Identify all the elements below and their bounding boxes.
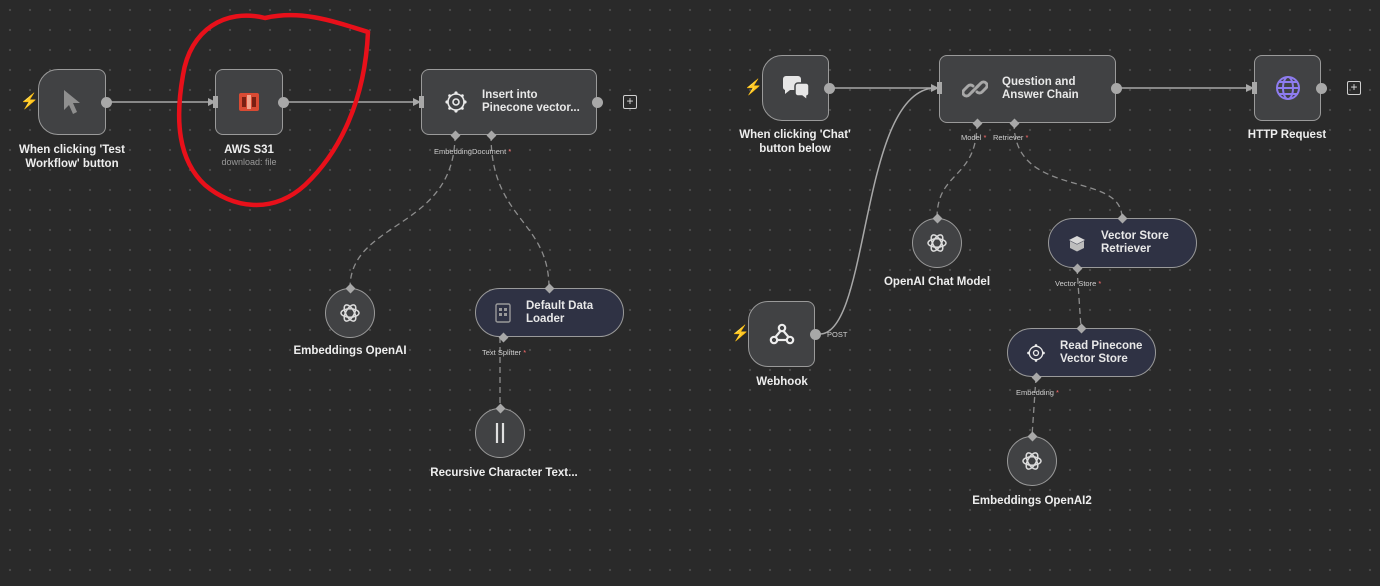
node-http-request[interactable]	[1254, 55, 1321, 121]
add-node-button[interactable]: +	[1347, 81, 1361, 95]
connection-embeddings2-to-pinecone	[1031, 376, 1037, 437]
node-label: AWS S31	[224, 144, 274, 156]
node-test-workflow-trigger[interactable]	[38, 69, 106, 135]
openai-icon	[338, 301, 362, 325]
node-embeddings-openai2[interactable]	[1007, 436, 1057, 486]
retriever-box-icon	[1067, 234, 1087, 252]
node-label: Embeddings OpenAI	[293, 345, 407, 357]
arrowhead	[1246, 84, 1254, 92]
splitter-icon	[493, 421, 507, 445]
webhook-icon	[768, 321, 796, 347]
annotation-circle	[176, 12, 371, 208]
output-port[interactable]	[1110, 82, 1122, 94]
chain-link-icon	[962, 76, 988, 102]
openai-icon	[1020, 449, 1044, 473]
node-label: When clicking 'Chat' button below	[739, 129, 851, 155]
aws-s3-icon	[236, 89, 262, 115]
node-aws-s3[interactable]	[215, 69, 283, 135]
output-port[interactable]	[277, 96, 289, 108]
node-title: Read Pinecone Vector Store	[1060, 339, 1143, 365]
chat-bubbles-icon	[781, 75, 811, 101]
output-port[interactable]	[823, 82, 835, 94]
port-label-model: Model *	[961, 133, 987, 142]
port-label-embedding: Embedding *	[1016, 388, 1059, 397]
port-label-retriever: Retriever *	[993, 133, 1029, 142]
node-openai-chat-model[interactable]	[912, 218, 962, 268]
node-label: HTTP Request	[1247, 129, 1327, 141]
add-node-button[interactable]: +	[623, 95, 637, 109]
trigger-bolt-icon: ⚡	[20, 93, 39, 110]
connection-vectorstore-to-retriever	[1076, 267, 1082, 329]
trigger-bolt-icon: ⚡	[731, 325, 750, 342]
node-insert-pinecone[interactable]: Insert into Pinecone vector...	[421, 69, 597, 135]
node-title: Question and Answer Chain	[1002, 76, 1079, 101]
node-default-data-loader[interactable]: Default Data Loader	[475, 288, 624, 337]
connection-chatmodel-to-qa	[936, 122, 978, 219]
pinecone-icon	[1026, 343, 1046, 363]
node-recursive-splitter[interactable]	[475, 408, 525, 458]
arrowhead	[208, 98, 216, 106]
globe-icon	[1274, 74, 1302, 102]
port-label-document: Document *	[472, 147, 512, 156]
node-qa-chain[interactable]: Question and Answer Chain	[939, 55, 1116, 123]
output-port[interactable]	[591, 96, 603, 108]
input-port[interactable]	[1251, 82, 1257, 94]
node-label: Embeddings OpenAI2	[972, 495, 1092, 507]
connection-loader-to-pinecone	[490, 134, 550, 289]
node-title: Vector Store Retriever	[1101, 230, 1169, 255]
port-label-post: POST	[827, 330, 848, 339]
node-label: Webhook	[756, 376, 808, 388]
arrowhead	[413, 98, 421, 106]
document-loader-icon	[494, 302, 512, 323]
node-subtitle: download: file	[221, 157, 277, 167]
cursor-pointer-icon	[59, 88, 85, 116]
node-label: OpenAI Chat Model	[883, 276, 991, 288]
node-vector-store-retriever[interactable]: Vector Store Retriever	[1048, 218, 1197, 268]
output-port[interactable]	[100, 96, 112, 108]
output-port[interactable]	[809, 328, 821, 340]
arrowhead	[931, 84, 939, 92]
connection-embeddings-to-pinecone	[349, 134, 456, 289]
input-port[interactable]	[936, 82, 942, 94]
node-title: Insert into Pinecone vector...	[482, 89, 580, 114]
input-port[interactable]	[212, 96, 218, 108]
node-title: Default Data Loader	[526, 299, 594, 325]
pinecone-icon	[444, 90, 468, 114]
port-label-text-splitter: Text Splitter *	[482, 348, 527, 357]
connection-retriever-to-qa	[1013, 122, 1123, 219]
node-read-pinecone[interactable]: Read Pinecone Vector Store	[1007, 328, 1156, 377]
node-webhook[interactable]	[748, 301, 815, 367]
node-label: When clicking 'Test Workflow' button	[18, 144, 126, 170]
node-embeddings-openai[interactable]	[325, 288, 375, 338]
node-label: Recursive Character Text...	[430, 467, 578, 479]
connection-webhook-to-qa	[819, 87, 935, 335]
input-port[interactable]	[418, 96, 424, 108]
node-chat-trigger[interactable]	[762, 55, 829, 121]
port-label-embedding: Embedding	[434, 147, 472, 156]
port-label-vector-store: Vector Store *	[1055, 279, 1102, 288]
output-port[interactable]	[1315, 82, 1327, 94]
openai-icon	[925, 231, 949, 255]
trigger-bolt-icon: ⚡	[744, 79, 763, 96]
